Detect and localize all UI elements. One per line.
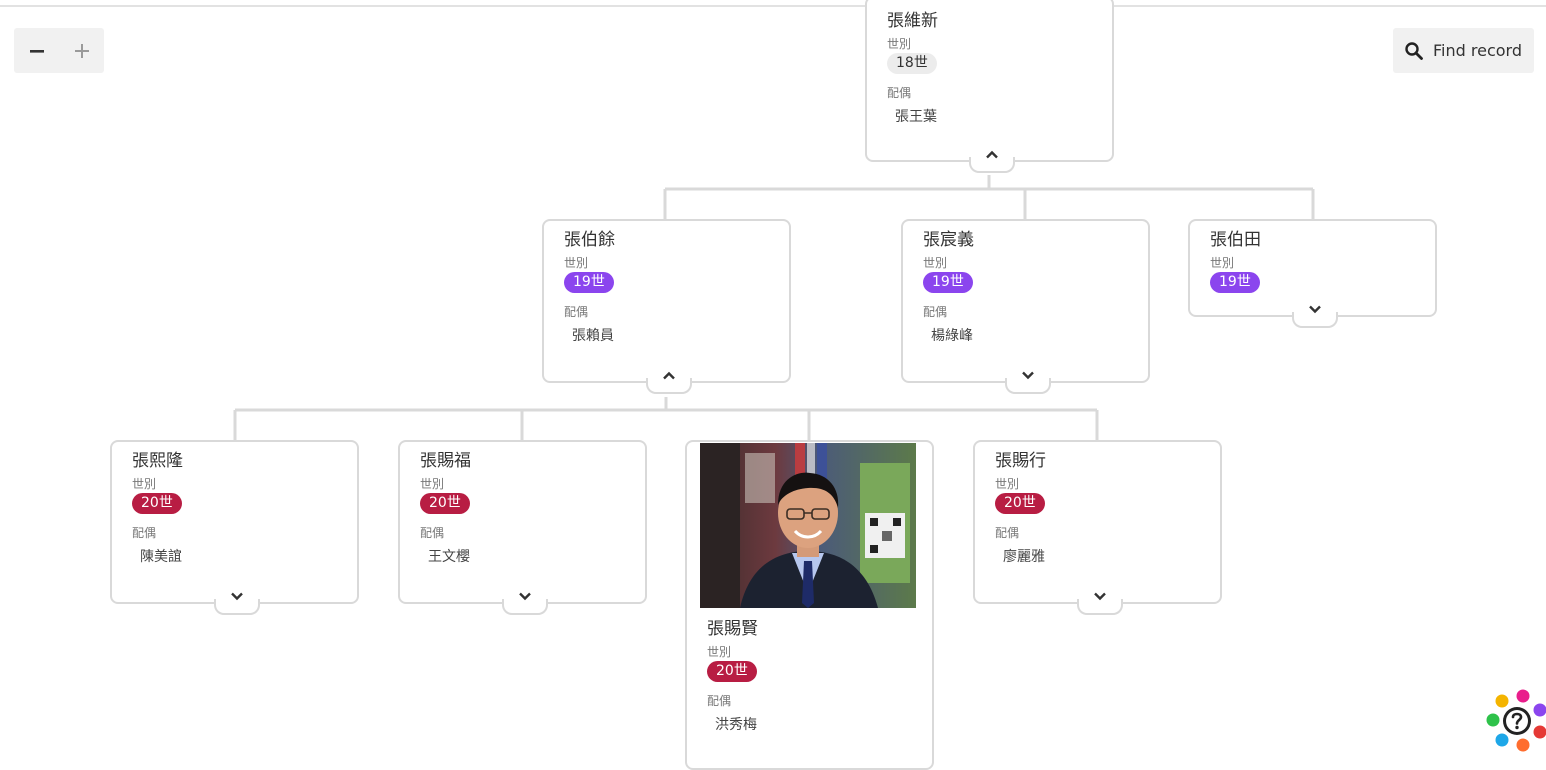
generation-label: 世別 — [707, 645, 932, 660]
chevron-up-icon — [662, 371, 676, 380]
chevron-up-icon — [985, 150, 999, 159]
spouse-name: 洪秀梅 — [715, 716, 932, 734]
person-card-grandchild-2[interactable]: 張賜福 世別 20世 配偶 王文櫻 — [398, 440, 647, 604]
zoom-in-button[interactable] — [59, 28, 104, 73]
expand-toggle[interactable] — [502, 599, 548, 615]
person-card-child-1[interactable]: 張伯餘 世別 19世 配偶 張賴員 — [542, 219, 791, 383]
person-name: 張熙隆 — [132, 450, 357, 472]
spouse-label: 配偶 — [995, 526, 1220, 541]
generation-badge: 20世 — [132, 493, 182, 514]
person-name: 張宸義 — [923, 229, 1148, 251]
person-name: 張賜賢 — [707, 618, 932, 640]
minus-icon — [30, 44, 44, 58]
person-name: 張賜行 — [995, 450, 1220, 472]
zoom-control — [14, 28, 104, 73]
spouse-name: 張賴員 — [572, 327, 789, 345]
find-record-button[interactable]: Find record — [1393, 28, 1534, 73]
generation-badge: 19世 — [1210, 272, 1260, 293]
generation-label: 世別 — [420, 477, 645, 492]
person-card-grandchild-4[interactable]: 張賜行 世別 20世 配偶 廖麗雅 — [973, 440, 1222, 604]
find-record-label: Find record — [1433, 41, 1522, 60]
chevron-down-icon — [1021, 371, 1035, 380]
help-icon — [1484, 686, 1546, 753]
collapse-toggle[interactable] — [646, 378, 692, 394]
expand-toggle[interactable] — [1292, 312, 1338, 328]
help-button[interactable] — [1484, 686, 1546, 753]
expand-toggle[interactable] — [1077, 599, 1123, 615]
zoom-out-button[interactable] — [14, 28, 59, 73]
generation-label: 世別 — [995, 477, 1220, 492]
expand-toggle[interactable] — [214, 599, 260, 615]
person-name: 張維新 — [887, 10, 1112, 32]
person-card-root[interactable]: 張維新 世別 18世 配偶 張王葉 — [865, 0, 1114, 162]
spouse-name: 廖麗雅 — [1003, 548, 1220, 566]
spouse-label: 配偶 — [887, 86, 1112, 101]
generation-badge: 19世 — [564, 272, 614, 293]
spouse-label: 配偶 — [132, 526, 357, 541]
chevron-down-icon — [1093, 592, 1107, 601]
person-card-child-2[interactable]: 張宸義 世別 19世 配偶 楊綠峰 — [901, 219, 1150, 383]
person-photo — [700, 443, 916, 608]
spouse-label: 配偶 — [923, 305, 1148, 320]
generation-badge: 20世 — [420, 493, 470, 514]
chevron-down-icon — [230, 592, 244, 601]
generation-badge: 20世 — [707, 661, 757, 682]
search-icon — [1405, 42, 1423, 60]
generation-label: 世別 — [1210, 256, 1435, 271]
collapse-toggle[interactable] — [969, 157, 1015, 173]
person-name: 張伯田 — [1210, 229, 1435, 251]
generation-label: 世別 — [923, 256, 1148, 271]
spouse-name: 陳美誼 — [140, 548, 357, 566]
chevron-down-icon — [518, 592, 532, 601]
generation-badge: 19世 — [923, 272, 973, 293]
person-card-child-3[interactable]: 張伯田 世別 19世 — [1188, 219, 1437, 317]
person-name: 張賜福 — [420, 450, 645, 472]
expand-toggle[interactable] — [1005, 378, 1051, 394]
generation-badge: 18世 — [887, 53, 937, 74]
generation-label: 世別 — [564, 256, 789, 271]
spouse-name: 楊綠峰 — [931, 327, 1148, 345]
chevron-down-icon — [1308, 305, 1322, 314]
spouse-label: 配偶 — [707, 694, 932, 709]
plus-icon — [75, 44, 89, 58]
person-name: 張伯餘 — [564, 229, 789, 251]
spouse-name: 張王葉 — [895, 108, 1112, 126]
spouse-name: 王文櫻 — [428, 548, 645, 566]
person-card-grandchild-3[interactable]: 張賜賢 世別 20世 配偶 洪秀梅 — [685, 440, 934, 770]
spouse-label: 配偶 — [564, 305, 789, 320]
spouse-label: 配偶 — [420, 526, 645, 541]
generation-label: 世別 — [887, 37, 1112, 52]
generation-label: 世別 — [132, 477, 357, 492]
generation-badge: 20世 — [995, 493, 1045, 514]
person-card-grandchild-1[interactable]: 張熙隆 世別 20世 配偶 陳美誼 — [110, 440, 359, 604]
